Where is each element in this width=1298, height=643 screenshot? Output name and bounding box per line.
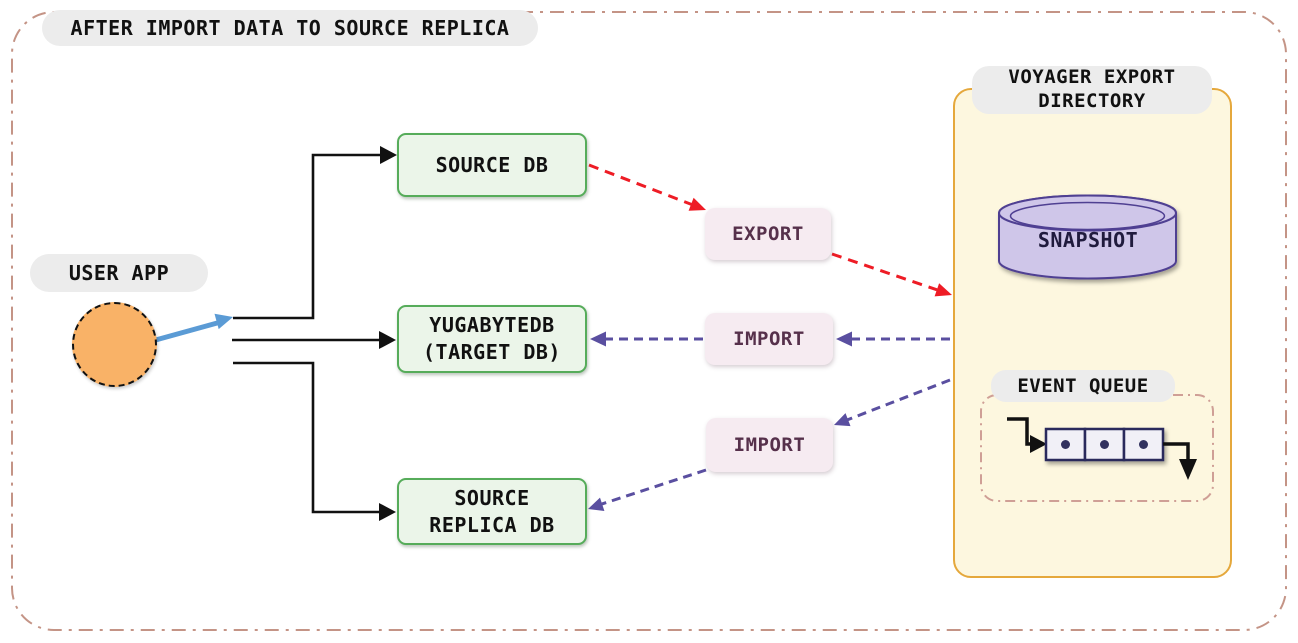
- fork-lines: [232, 153, 380, 514]
- snapshot-label: SNAPSHOT: [1037, 228, 1139, 252]
- event-queue-glyph: [1007, 417, 1197, 480]
- user-app-arrow: [151, 313, 233, 344]
- export-operation: EXPORT: [705, 208, 831, 260]
- import-flow-lines: [600, 337, 951, 506]
- export-flow-arrowheads: [688, 197, 952, 297]
- source-replica-db-node: SOURCE REPLICA DB: [397, 478, 587, 545]
- voyager-export-directory-panel: [953, 88, 1232, 578]
- import-flow-arrowheads: [588, 331, 852, 511]
- import-replica-operation: IMPORT: [706, 418, 833, 472]
- outer-dashdot-frame: [11, 11, 1287, 631]
- event-queue-frame: [980, 394, 1214, 502]
- import-target-operation: IMPORT: [705, 313, 833, 365]
- voyager-export-directory-label: VOYAGER EXPORT DIRECTORY: [972, 66, 1212, 114]
- user-app-node: [72, 302, 157, 387]
- user-app-label: USER APP: [30, 254, 208, 292]
- source-db-node: SOURCE DB: [397, 133, 587, 197]
- target-db-node: YUGABYTEDB (TARGET DB): [397, 305, 587, 373]
- diagram-title: AFTER IMPORT DATA TO SOURCE REPLICA: [42, 10, 538, 46]
- event-queue-label: EVENT QUEUE: [991, 370, 1175, 402]
- export-flow-lines: [588, 163, 938, 292]
- snapshot-cylinder: [998, 194, 1177, 280]
- fork-arrowheads: [379, 146, 397, 521]
